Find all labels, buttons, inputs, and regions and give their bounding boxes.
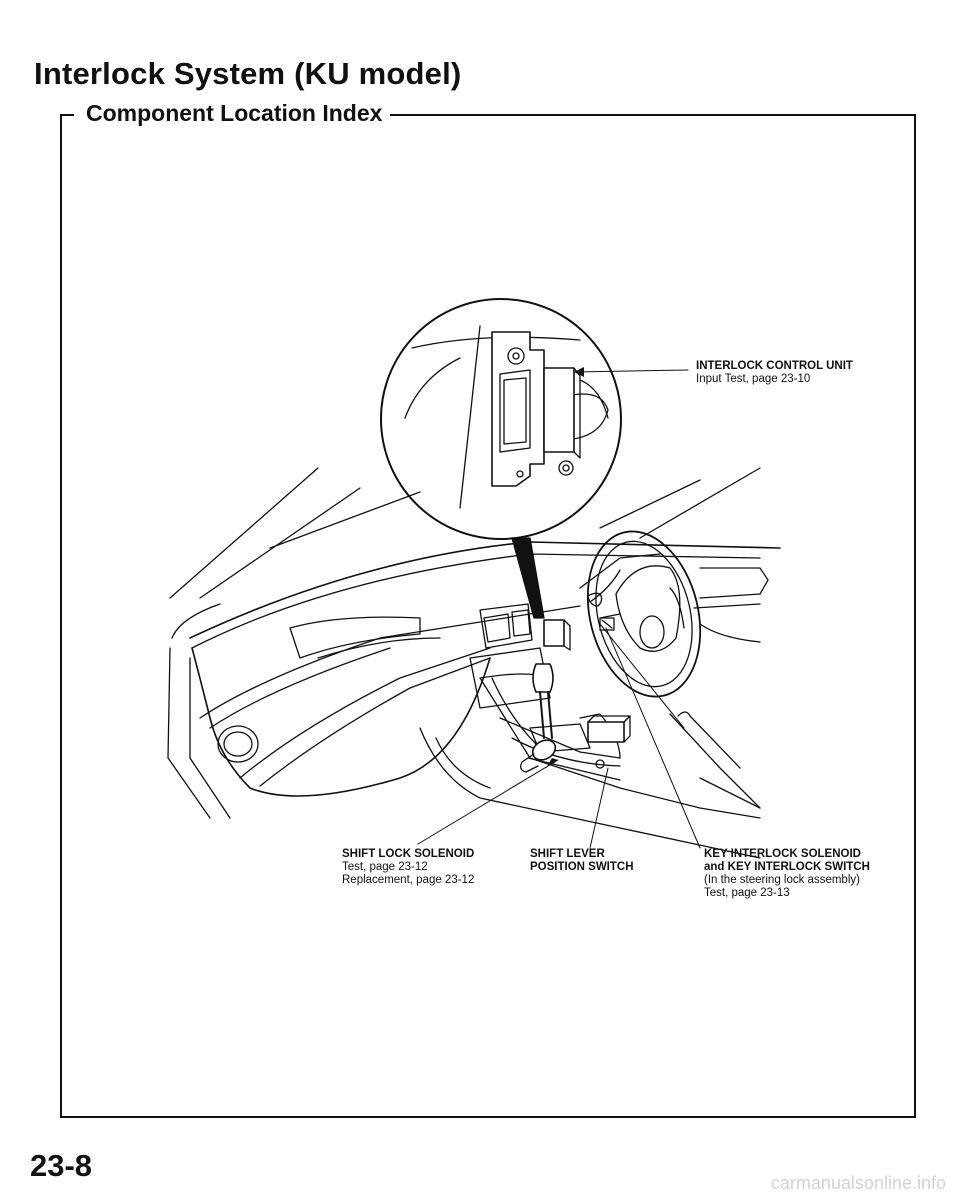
callout-name-line: SHIFT LEVER	[530, 848, 605, 860]
frame-left-line	[60, 114, 62, 1118]
control-unit-bracket	[491, 331, 581, 487]
callout-name: INTERLOCK CONTROL UNIT	[696, 360, 853, 372]
callout-ref: Input Test, page 23-10	[696, 373, 811, 385]
callout-shift-lever-position-switch: SHIFT LEVER POSITION SWITCH	[530, 848, 634, 874]
leader-lines	[417, 369, 701, 849]
callout-key-interlock: KEY INTERLOCK SOLENOID and KEY INTERLOCK…	[704, 848, 870, 900]
callout-ref: Replacement, page 23-12	[342, 874, 475, 886]
callout-name-line: and KEY INTERLOCK SWITCH	[704, 861, 870, 873]
frame-bottom-line	[60, 1116, 916, 1118]
windshield-lines	[167, 467, 761, 819]
leader-shift-lever-switch	[589, 767, 609, 849]
leader-key-interlock	[605, 627, 701, 849]
callout-shift-lock-solenoid: SHIFT LOCK SOLENOID Test, page 23-12 Rep…	[342, 848, 474, 887]
component-location-illustration	[60, 118, 916, 1118]
parking-brake	[669, 711, 761, 809]
frame-right-line	[914, 114, 916, 1118]
callout-interlock-control-unit: INTERLOCK CONTROL UNIT Input Test, page …	[696, 360, 853, 386]
leader-arrowheads	[546, 367, 584, 768]
center-console	[479, 677, 761, 819]
frame-top-left-tick	[60, 114, 74, 116]
page-number: 23-8	[30, 1148, 93, 1183]
leader-key-interlock-2	[599, 623, 685, 729]
callout-name-line: KEY INTERLOCK SOLENOID	[704, 848, 861, 860]
page-title: Interlock System (KU model)	[34, 56, 462, 91]
callout-ref: Test, page 23-13	[704, 887, 790, 899]
watermark: carmanualsonline.info	[770, 1173, 946, 1193]
callout-ref: Test, page 23-12	[342, 861, 428, 873]
section-title: Component Location Index	[78, 100, 391, 127]
frame-top-line	[362, 114, 916, 116]
dashboard-body	[189, 541, 781, 859]
callout-name: SHIFT LOCK SOLENOID	[342, 848, 475, 860]
leader-shift-lock-solenoid	[417, 759, 559, 845]
dashboard-drawing	[167, 298, 781, 859]
steering-wheel	[586, 530, 769, 698]
callout-name-line: POSITION SWITCH	[530, 861, 634, 873]
leader-control-unit	[573, 369, 689, 373]
callout-ref: (In the steering lock assembly)	[704, 874, 860, 886]
shift-lever	[520, 663, 631, 773]
magnifier-pointer	[511, 537, 545, 619]
